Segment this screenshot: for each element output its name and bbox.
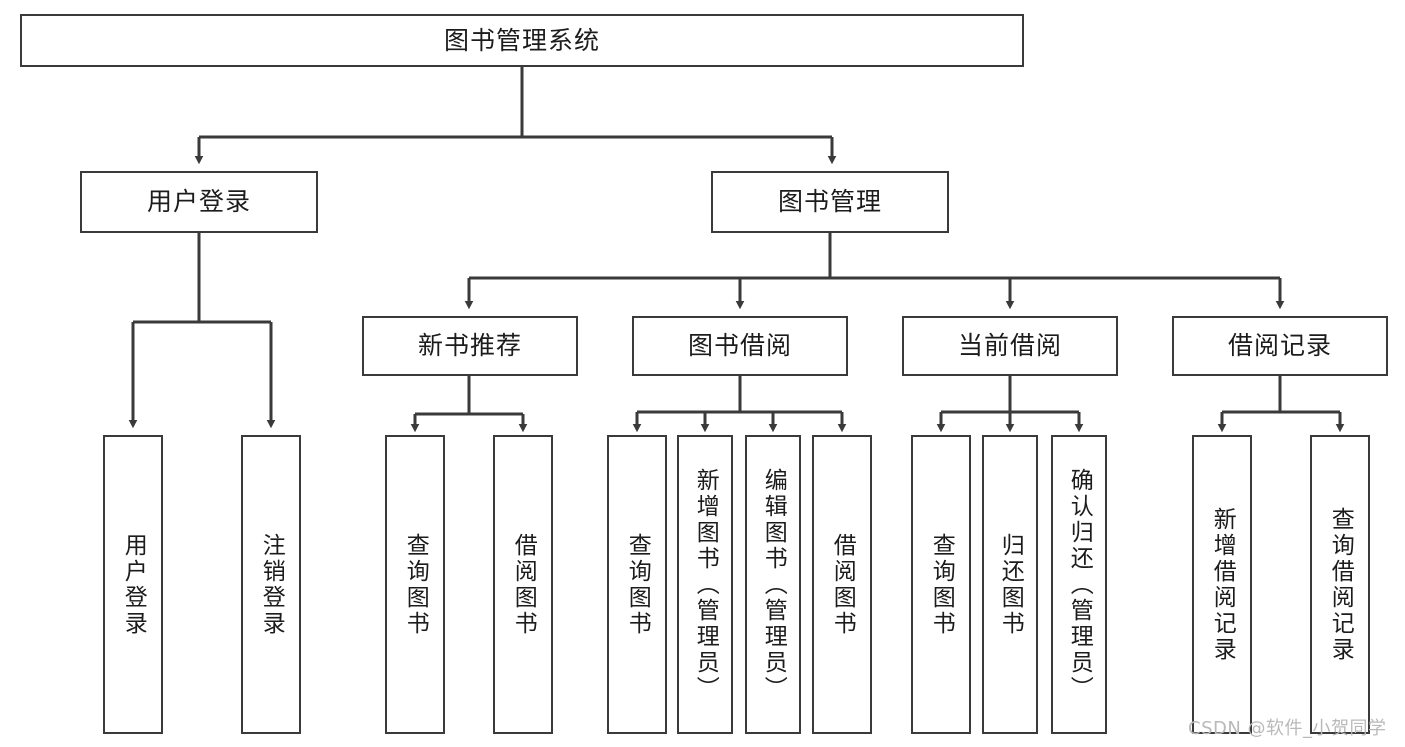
node-label: 图书借阅 — [687, 331, 792, 361]
node-label: 注销登录 — [258, 532, 285, 637]
csdn-watermark: CSDN @软件_小贺同学 — [1188, 718, 1387, 739]
node-new-book-recommendation[interactable]: 新书推荐 — [362, 316, 578, 376]
node-label: 查询图书 — [402, 532, 429, 637]
leaf-user-login[interactable]: 用户登录 — [103, 435, 163, 734]
node-label: 借阅记录 — [1227, 331, 1332, 361]
leaf-add-book-admin[interactable]: 新增图书（管理员） — [677, 435, 733, 734]
leaf-borrow-book-borrow[interactable]: 借阅图书 — [812, 435, 872, 734]
node-root-book-management-system[interactable]: 图书管理系统 — [20, 14, 1024, 67]
node-label: 用户登录 — [120, 532, 147, 637]
leaf-confirm-return-admin[interactable]: 确认归还（管理员） — [1051, 435, 1107, 734]
leaf-borrow-book-recommendation[interactable]: 借阅图书 — [493, 435, 553, 734]
leaf-query-borrow-record[interactable]: 查询借阅记录 — [1310, 435, 1370, 734]
node-borrow-record[interactable]: 借阅记录 — [1172, 316, 1388, 376]
leaf-query-book-current[interactable]: 查询图书 — [911, 435, 971, 734]
node-label: 查询图书 — [928, 532, 955, 637]
node-label: 查询借阅记录 — [1327, 506, 1354, 663]
node-label: 新增图书（管理员） — [692, 467, 719, 702]
node-current-borrow[interactable]: 当前借阅 — [902, 316, 1118, 376]
node-book-borrow[interactable]: 图书借阅 — [632, 316, 848, 376]
node-label: 确认归还（管理员） — [1066, 467, 1093, 702]
node-user-login[interactable]: 用户登录 — [80, 171, 318, 233]
leaf-query-book-borrow[interactable]: 查询图书 — [607, 435, 667, 734]
node-label: 图书管理系统 — [443, 25, 600, 55]
leaf-user-logout[interactable]: 注销登录 — [241, 435, 301, 734]
leaf-add-borrow-record[interactable]: 新增借阅记录 — [1192, 435, 1252, 734]
leaf-query-book-recommendation[interactable]: 查询图书 — [385, 435, 445, 734]
node-label: 当前借阅 — [957, 331, 1062, 361]
leaf-edit-book-admin[interactable]: 编辑图书（管理员） — [745, 435, 801, 734]
node-label: 借阅图书 — [829, 532, 856, 637]
node-label: 查询图书 — [624, 532, 651, 637]
node-label: 新书推荐 — [417, 331, 522, 361]
node-book-management[interactable]: 图书管理 — [711, 171, 949, 233]
node-label: 编辑图书（管理员） — [760, 467, 787, 702]
node-label: 图书管理 — [777, 187, 882, 217]
node-label: 借阅图书 — [510, 532, 537, 637]
node-label: 归还图书 — [997, 532, 1024, 637]
node-label: 用户登录 — [146, 187, 251, 217]
leaf-return-book[interactable]: 归还图书 — [982, 435, 1038, 734]
node-label: 新增借阅记录 — [1209, 506, 1236, 663]
